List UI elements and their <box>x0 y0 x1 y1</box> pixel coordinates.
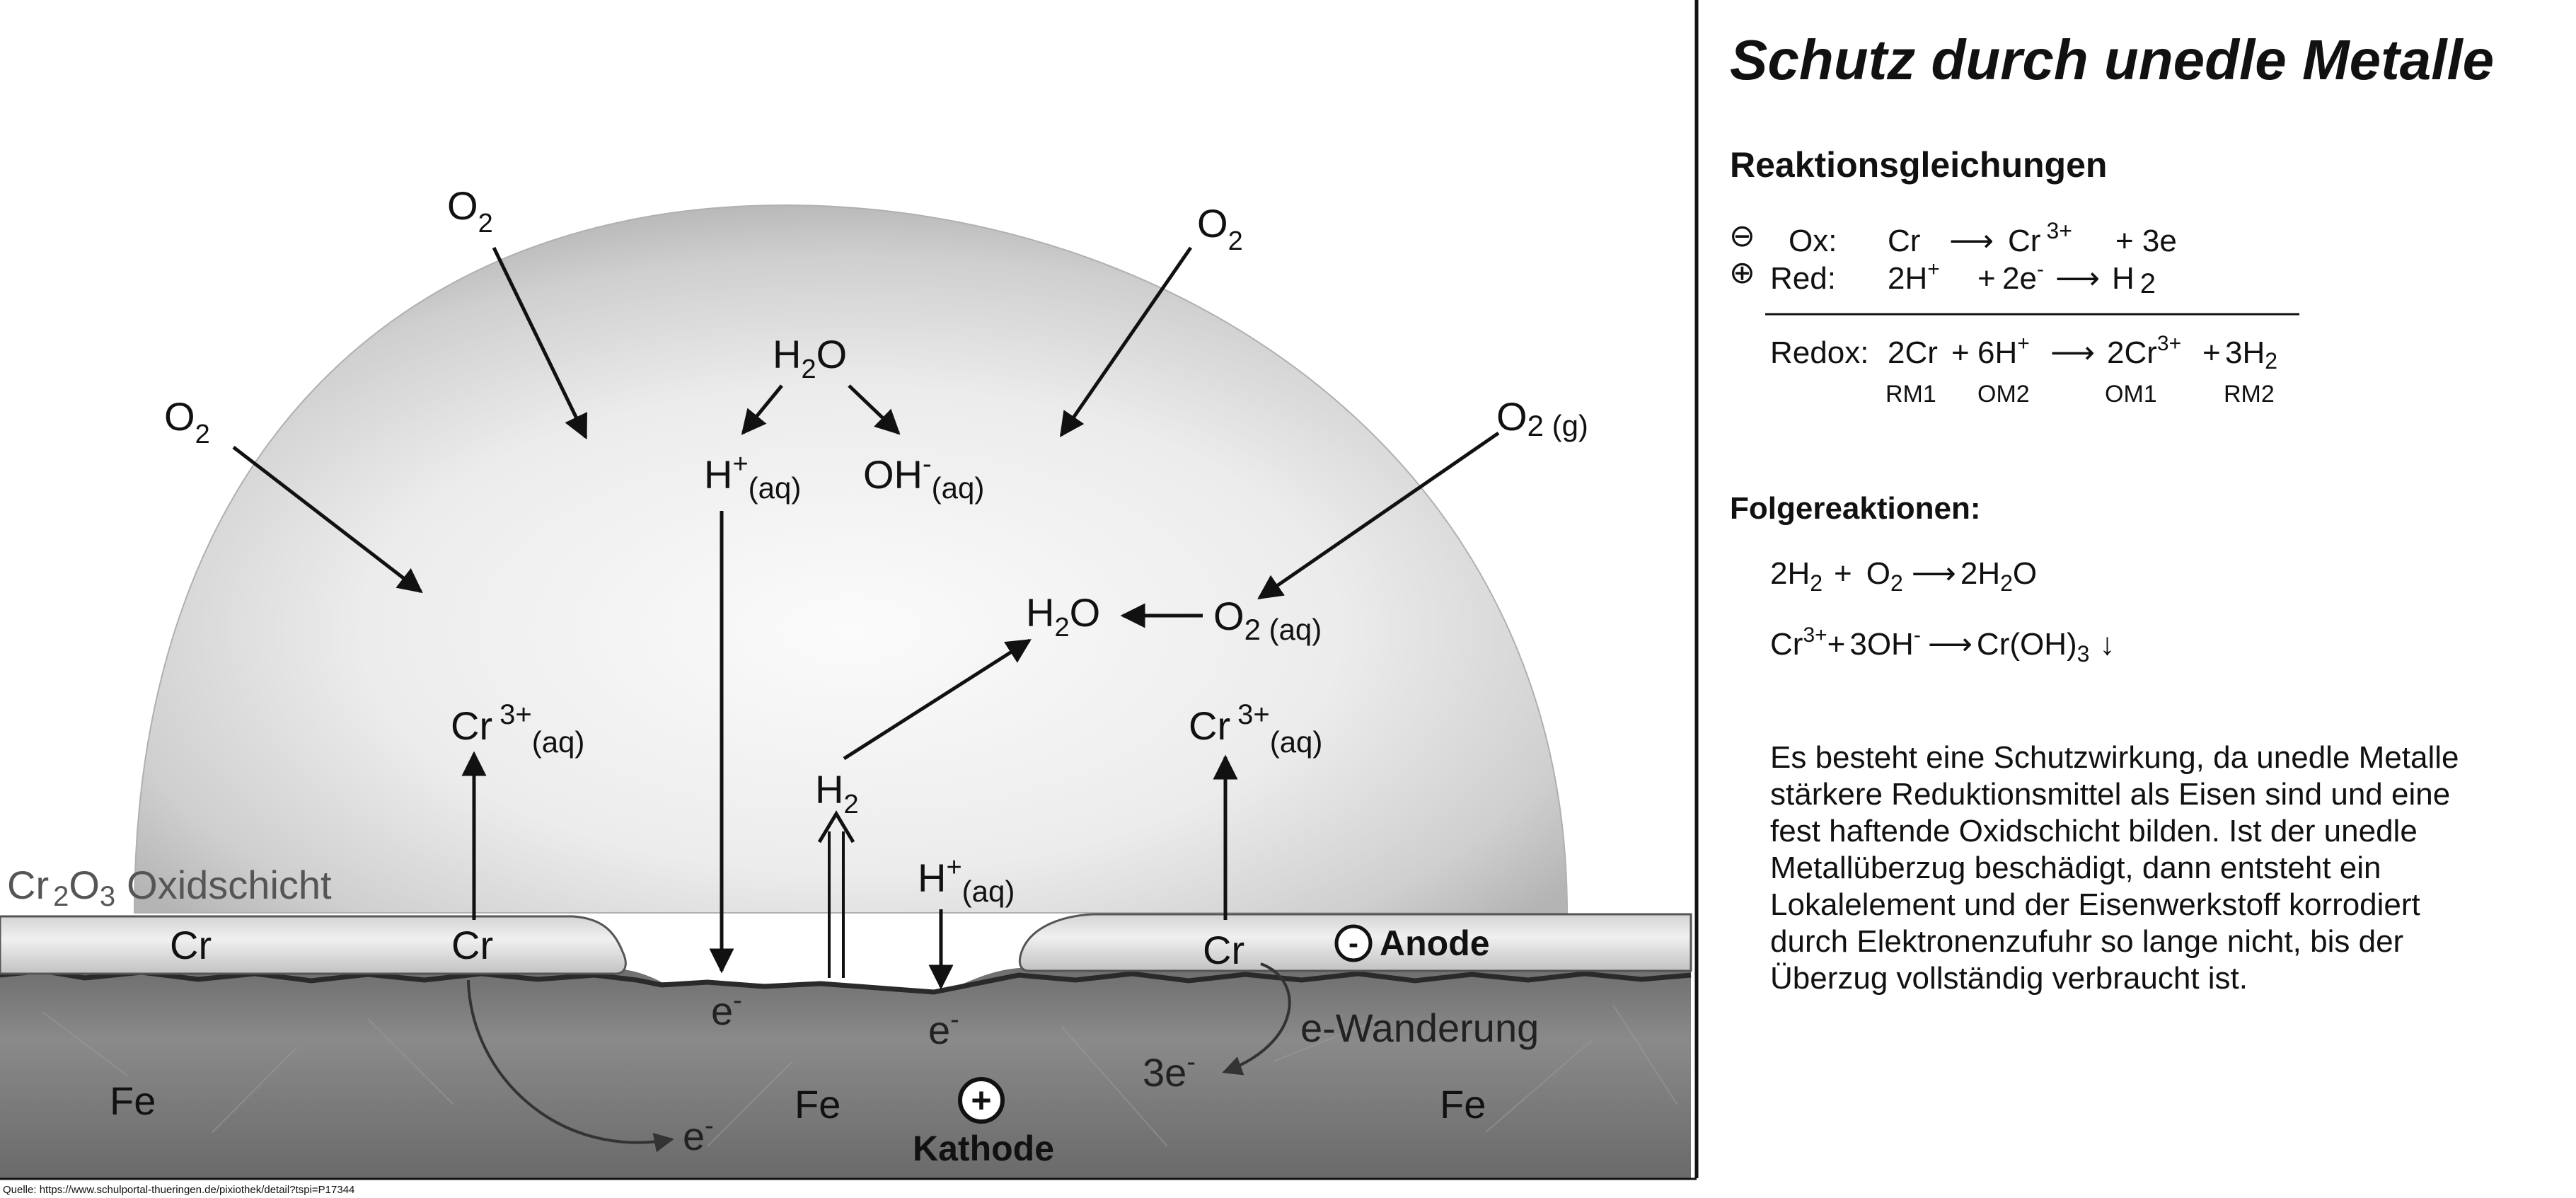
panel-subtitle: Reaktionsgleichungen <box>1730 145 2107 185</box>
label-three-electrons: 3e- <box>1143 1047 1196 1095</box>
red-lhs: 2H+ <box>1888 258 1940 296</box>
explanation-panel: Schutz durch unedle Metalle Reaktionsgle… <box>1729 28 2494 996</box>
label-rm1: RM1 <box>1885 381 1936 408</box>
arrow-h2o-to-hplus <box>741 384 783 435</box>
svg-text:Metallüberzug beschädigt, dann: Metallüberzug beschädigt, dann entsteht … <box>1770 851 2381 885</box>
redox-label: Redox: <box>1770 335 1869 370</box>
arrow-o2-top-right <box>1059 246 1193 437</box>
water-droplet <box>133 204 1569 914</box>
label-om2: OM2 <box>1977 381 2030 408</box>
arrow-electron-left <box>467 979 674 1153</box>
label-om1: OM1 <box>2105 381 2157 408</box>
redox-cr: 2Cr <box>1888 335 1938 370</box>
label-o2-top-right: O2 <box>1197 201 1243 256</box>
svg-text:durch Elektronenzufuhr so lang: durch Elektronenzufuhr so lange nicht, b… <box>1770 924 2403 959</box>
ox-lhs: Cr <box>1888 224 1920 258</box>
label-rm2: RM2 <box>2224 381 2275 408</box>
iron-surface-edge <box>0 968 1692 995</box>
redox-arrow: ⟶ <box>2050 335 2095 370</box>
label-fe-right: Fe <box>1440 1082 1486 1127</box>
label-electron-3: e- <box>683 1111 714 1158</box>
explanation-text: Es besteht eine Schutzwirkung, da unedle… <box>1770 740 2459 996</box>
label-electron-migration: e-Wanderung <box>1300 1006 1539 1050</box>
label-o2-gas: O2 (g) <box>1496 394 1588 442</box>
label-electron-2: e- <box>928 1005 959 1052</box>
red-electrons: 2e- <box>2002 258 2044 296</box>
svg-text:Überzug vollständig verbraucht: Überzug vollständig verbraucht ist. <box>1770 961 2248 996</box>
red-plus: + <box>1977 261 1996 296</box>
label-h-plus-low: H+(aq) <box>918 853 1015 908</box>
label-cr-layer-left-2: Cr <box>451 923 493 967</box>
arrow-o2-gas <box>1257 431 1500 600</box>
source-credit: Quelle: https://www.schulportal-thuering… <box>3 1184 354 1196</box>
ox-label: Ox: <box>1789 224 1837 258</box>
cathode-marker: + Kathode <box>913 1077 1054 1168</box>
folge-title: Folgereaktionen: <box>1730 491 1981 526</box>
svg-text:fest haftende Oxidschicht bild: fest haftende Oxidschicht bilden. Ist de… <box>1770 814 2418 848</box>
label-anode: Anode <box>1380 923 1490 963</box>
label-cr-layer-right: Cr <box>1203 928 1244 972</box>
svg-text:+: + <box>971 1081 991 1120</box>
red-arrow: ⟶ <box>2055 261 2100 296</box>
redox-cr3: 2Cr3+ <box>2107 332 2181 370</box>
label-fe-left: Fe <box>110 1078 156 1123</box>
redox-plus2: + <box>2202 335 2221 370</box>
svg-text:-: - <box>1348 926 1358 960</box>
label-fe-mid: Fe <box>795 1082 841 1127</box>
arrow-h2-to-h2o <box>843 638 1032 761</box>
svg-text:stärkere Reduktionsmittel als: stärkere Reduktionsmittel als Eisen sind… <box>1770 777 2450 812</box>
label-kathode: Kathode <box>913 1129 1054 1168</box>
arrow-o2-top-left <box>492 246 588 440</box>
electron-arrows <box>467 962 1291 1153</box>
arrow-o2-left <box>232 446 423 594</box>
svg-text:Lokalelement und der Eisenwerk: Lokalelement und der Eisenwerkstoff korr… <box>1770 887 2420 922</box>
label-o2-aq: O2 (aq) <box>1213 594 1322 646</box>
label-h2o-top: H2O <box>773 332 847 384</box>
iron-texture <box>42 1004 1677 1147</box>
anode-minus-icon <box>1334 924 1373 962</box>
follow-reaction-2: Cr3++3OH-⟶Cr(OH)3↓ <box>1770 623 2115 667</box>
anode-marker: - Anode <box>1334 923 1490 963</box>
chromium-layer-left <box>0 915 627 975</box>
label-o2-left: O2 <box>164 394 210 449</box>
label-h-plus-aq: H+(aq) <box>704 449 801 505</box>
h2-gas-arrow <box>817 810 855 978</box>
ox-arrow: ⟶ <box>1949 224 1994 258</box>
cathode-plus-icon <box>958 1077 1005 1124</box>
red-label: Red: <box>1770 261 1836 296</box>
ox-electrons: + 3e <box>2115 224 2177 258</box>
follow-reaction-1: 2H2+O2⟶2H2O <box>1770 556 2037 596</box>
redox-h2: 3H2 <box>2225 335 2277 374</box>
label-o2-top-left: O2 <box>447 183 493 238</box>
label-electron-1: e- <box>711 986 742 1033</box>
red-symbol: ⊕ <box>1729 255 1755 290</box>
panel-title: Schutz durch unedle Metalle <box>1730 28 2494 91</box>
label-h2o-mid: H2O <box>1026 590 1100 643</box>
label-cr-layer-left: Cr <box>170 923 212 967</box>
label-oh-minus-aq: OH-(aq) <box>863 449 984 505</box>
ox-symbol: ⊖ <box>1729 219 1755 253</box>
reaction-arrows <box>232 246 1500 990</box>
arrow-electron-right <box>1222 962 1291 1076</box>
label-h2: H2 <box>815 767 859 819</box>
iron-substrate <box>0 966 1691 1178</box>
redox-h: 6H+ <box>1977 332 2030 370</box>
arrow-h2o-to-ohminus <box>848 384 901 435</box>
svg-text:Es besteht eine Schutzwirkung,: Es besteht eine Schutzwirkung, da unedle… <box>1770 740 2459 775</box>
redox-plus: + <box>1951 335 1970 370</box>
